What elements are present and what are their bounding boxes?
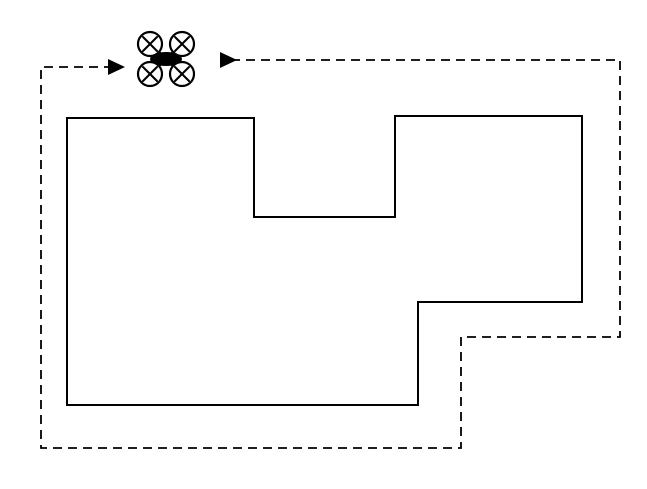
rotor-icon: [136, 30, 164, 58]
direction-arrow-icon: [108, 59, 125, 75]
flight-path: [40, 59, 621, 449]
direction-arrow-icon: [220, 52, 237, 68]
rotor-icon: [168, 60, 196, 88]
drone-body: [150, 52, 182, 66]
rotor-icon: [168, 30, 196, 58]
rotor-icon: [136, 60, 164, 88]
building-outline: [66, 115, 583, 406]
quadcopter-icon: [136, 30, 196, 88]
